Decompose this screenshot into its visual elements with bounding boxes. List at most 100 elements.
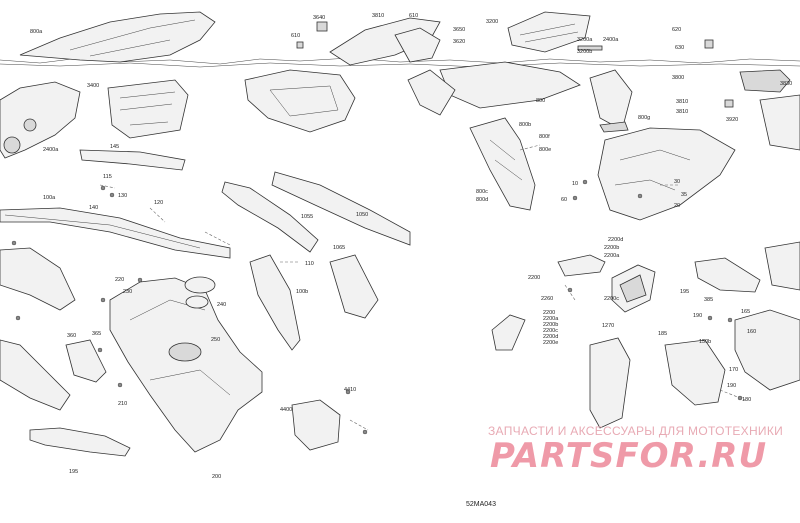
torn-edge-2 [0,62,800,68]
part-1055 [221,181,319,253]
part-label-2200: 2200 [543,310,556,316]
part-label-3920: 3920 [726,117,739,123]
part-10 [597,127,736,221]
part-label-800g: 800g [638,115,651,121]
part-label-185: 185 [658,331,668,337]
part-195-left [29,427,131,457]
part-2200d [557,254,606,277]
part-label-3200b: 3200b [577,49,593,55]
part-1050 [271,171,411,246]
part-1270 [589,337,631,429]
part-label-195: 195 [69,469,79,475]
part-right-lower [734,309,800,391]
part-label-360: 360 [67,333,77,339]
part-200 [109,277,263,453]
part-480 [244,69,356,133]
part-label-2200c: 2200c [543,328,558,334]
part-label-3810: 3810 [372,13,385,19]
part-label-150b: 150b [699,339,712,345]
part-label-3830: 3830 [780,81,793,87]
part-label-145: 145 [110,144,120,150]
part-right-edge [764,241,800,291]
part-label-250: 250 [211,337,221,343]
part-label-2400a: 2400a [43,147,59,153]
part-label-2200: 2200 [528,275,541,281]
part-4400 [291,399,341,451]
part-800-wing [407,69,456,116]
part-150b [664,339,726,406]
part-3640 [316,21,328,32]
part-label-385: 385 [704,297,714,303]
part-label-100b: 100b [296,289,309,295]
part-label-35: 35 [681,192,688,198]
part-label-800: 800 [536,98,546,104]
part-3800 [589,69,633,131]
diagram-code: 52MA043 [466,501,496,508]
part-label-3400: 3400 [87,83,100,89]
part-label-3650: 3650 [453,27,466,33]
part-label-365: 365 [92,331,102,337]
part-label-2200d: 2200d [608,237,624,243]
part-label-2200a: 2200a [543,316,559,322]
part-label-2200b: 2200b [543,322,559,328]
part-label-800a: 800a [30,29,43,35]
part-label-620: 620 [672,27,682,33]
part-label-2200a: 2200a [604,253,620,259]
part-label-3200a: 3200a [577,37,593,43]
part-610 [296,41,304,49]
part-230-ring [184,276,216,294]
part-190 [0,247,76,311]
part-3920-ring [759,94,800,151]
part-label-800c: 800c [476,189,488,195]
part-label-4400: 4400 [280,407,293,413]
part-label-800e: 800e [539,147,552,153]
part-label-20: 20 [674,203,681,209]
part-label-2200c: 2200c [604,296,619,302]
part-365 [65,339,107,383]
part-label-1050: 1050 [356,212,369,218]
part-label-10: 10 [572,181,579,187]
part-label-180: 180 [742,397,752,403]
part-label-210: 210 [118,401,128,407]
part-240-ring [185,295,209,309]
part-label-800b: 800b [519,122,532,128]
part-label-3640: 3640 [313,15,326,21]
part-label-190: 190 [693,313,703,319]
part-label-130: 130 [118,193,128,199]
part-label-160: 160 [747,329,757,335]
part-label-100a: 100a [43,195,56,201]
part-3400 [107,79,189,139]
part-label-60: 60 [561,197,568,203]
part-800 [439,61,581,109]
part-100b [249,254,301,351]
part-label-110: 110 [305,261,314,267]
part-label-1065: 1065 [333,245,346,251]
part-800g [599,121,629,133]
part-label-2200d: 2200d [543,334,559,340]
part-label-2200b: 2200b [604,245,620,251]
part-label-1270: 1270 [602,323,615,329]
part-label-120: 120 [154,200,164,206]
part-label-3800: 3800 [672,75,685,81]
part-2400a-left [0,81,81,159]
part-label-610: 610 [409,13,419,19]
part-3200a [577,45,603,51]
part-label-1055: 1055 [301,214,314,220]
part-195-right [694,257,761,293]
part-800c [469,117,536,211]
part-label-165: 165 [741,309,751,315]
part-3830 [739,69,791,93]
part-3810-b [724,99,734,108]
part-label-2400a: 2400a [603,37,619,43]
part-label-30: 30 [674,179,681,185]
part-label-220: 220 [115,277,125,283]
part-label-3810: 3810 [676,99,689,105]
part-label-2260: 2260 [541,296,554,302]
part-1065 [329,254,379,319]
part-2200-strap [491,314,526,351]
part-label-195: 195 [680,289,690,295]
part-label-610: 610 [291,33,301,39]
part-label-2200e: 2200e [543,340,559,346]
part-100a [0,207,231,259]
